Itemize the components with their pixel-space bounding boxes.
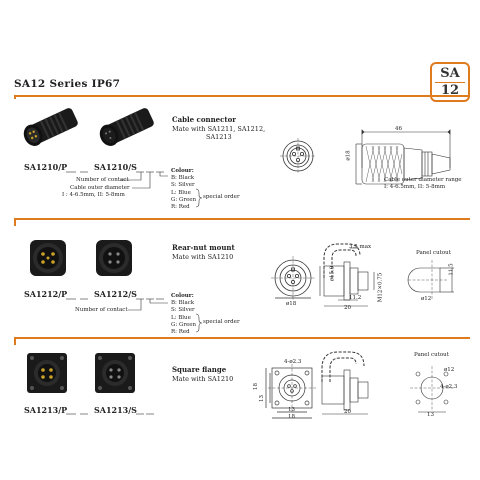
- square-flange-s-image: [95, 353, 135, 393]
- colour-green: G: Green: [171, 321, 197, 328]
- section-2-cut-d: ø12: [421, 296, 432, 302]
- section-1-special-order: special order: [203, 194, 240, 200]
- section-1-model-p: SA1210/P: [24, 162, 68, 172]
- section-1-diameter-values: I : 4-6.5mm, II: 5-8mm: [62, 192, 125, 198]
- divider-2: [14, 337, 470, 339]
- section-1-subtitle-1: Mate with SA1211, SA1212,: [172, 125, 266, 133]
- section-3-cutout-label: Panel cutout: [414, 352, 449, 358]
- section-1-front-view: [280, 138, 316, 174]
- section-2-dim-len20: 20: [344, 305, 351, 311]
- section-3-front-view: [265, 364, 316, 419]
- section-2-model-p: SA1212/P: [24, 289, 68, 299]
- rear-nut-s-image: [96, 240, 132, 276]
- rear-nut-p-image: [30, 240, 66, 276]
- section-3-subtitle: Mate with SA1210: [172, 375, 234, 383]
- section-3-cut-d: ø12: [444, 367, 455, 373]
- divider-top-tick: [14, 95, 16, 99]
- page-title: SA12 Series IP67: [14, 78, 121, 90]
- colour-blue: L: Blue: [171, 314, 191, 321]
- colour-title: Colour:: [171, 293, 194, 299]
- colour-black: B: Black: [171, 175, 195, 182]
- section-1-subtitle-2: SA1213: [206, 133, 232, 141]
- section-2-title: Rear-nut mount: [172, 243, 235, 252]
- section-1-side-view: [355, 129, 451, 185]
- section-2-dim-112: 11.2: [349, 295, 362, 301]
- colour-black: B: Black: [171, 300, 195, 307]
- badge-top: SA: [440, 66, 460, 81]
- section-1-range-title: Cable outer diameter range: [384, 177, 462, 183]
- section-3-side-view: [321, 351, 369, 415]
- section-1-dim-length: 46: [395, 126, 402, 132]
- badge-bottom: 12: [440, 83, 460, 98]
- section-3-model-s: SA1213/S: [94, 405, 137, 415]
- section-3-dim-w13: 13: [288, 407, 295, 413]
- section-2-contact-label: Number of contact: [75, 307, 128, 313]
- divider-top: [14, 95, 470, 97]
- section-2-colour-list: Colour: B: Black S: Silver L: Blue G: Gr…: [171, 293, 196, 336]
- section-3-model-p: SA1213/P: [24, 405, 68, 415]
- section-3-dim-w18: 18: [288, 414, 295, 420]
- section-2-dim-max: 3.5 max: [349, 244, 372, 250]
- colour-blue: L: Blue: [171, 189, 191, 196]
- section-1-range-values: I: 4-6.5mm, II: 5-8mm: [384, 184, 446, 190]
- section-2-cutout: [407, 260, 454, 300]
- colour-title: Colour:: [171, 168, 194, 174]
- section-3-cut-w: 13: [427, 412, 434, 418]
- section-3-dim-holes: 4-ø2.3: [284, 359, 302, 365]
- section-1-diameter-label: Cable outer diameter: [70, 185, 130, 191]
- colour-green: G: Green: [171, 196, 197, 203]
- section-2-front-view: [271, 256, 315, 300]
- section-3-cut-holes: 4-ø2.3: [440, 384, 458, 390]
- section-2-side-view: [319, 243, 375, 307]
- section-1-model-s: SA1210/S: [94, 162, 137, 172]
- section-2-special-order: special order: [203, 319, 240, 325]
- section-2-cutout-label: Panel cutout: [416, 250, 451, 256]
- square-flange-p-image: [27, 353, 67, 393]
- divider-2-tick: [14, 337, 16, 345]
- section-1-contact-label: Number of contact: [76, 177, 129, 183]
- divider-1-tick: [14, 218, 16, 226]
- divider-1: [14, 218, 470, 220]
- section-1-colour-list: Colour: B: Black S: Silver L: Blue G: Gr…: [171, 168, 196, 211]
- colour-red: R: Red: [171, 204, 190, 211]
- section-3-cutout: [410, 366, 454, 413]
- section-3-dim-len20: 20: [344, 409, 351, 415]
- section-2-model-s: SA1212/S: [94, 289, 137, 299]
- section-2-subtitle: Mate with SA1210: [172, 253, 234, 261]
- cable-connector-p-image: [23, 108, 78, 146]
- section-2-dim-d18: ø18: [286, 301, 297, 307]
- colour-red: R: Red: [171, 329, 190, 336]
- colour-silver: S: Silver: [171, 182, 195, 189]
- section-1-title: Cable connector: [172, 115, 236, 124]
- section-3-title: Square flange: [172, 365, 227, 374]
- colour-silver: S: Silver: [171, 307, 195, 314]
- cable-connector-s-image: [99, 108, 154, 146]
